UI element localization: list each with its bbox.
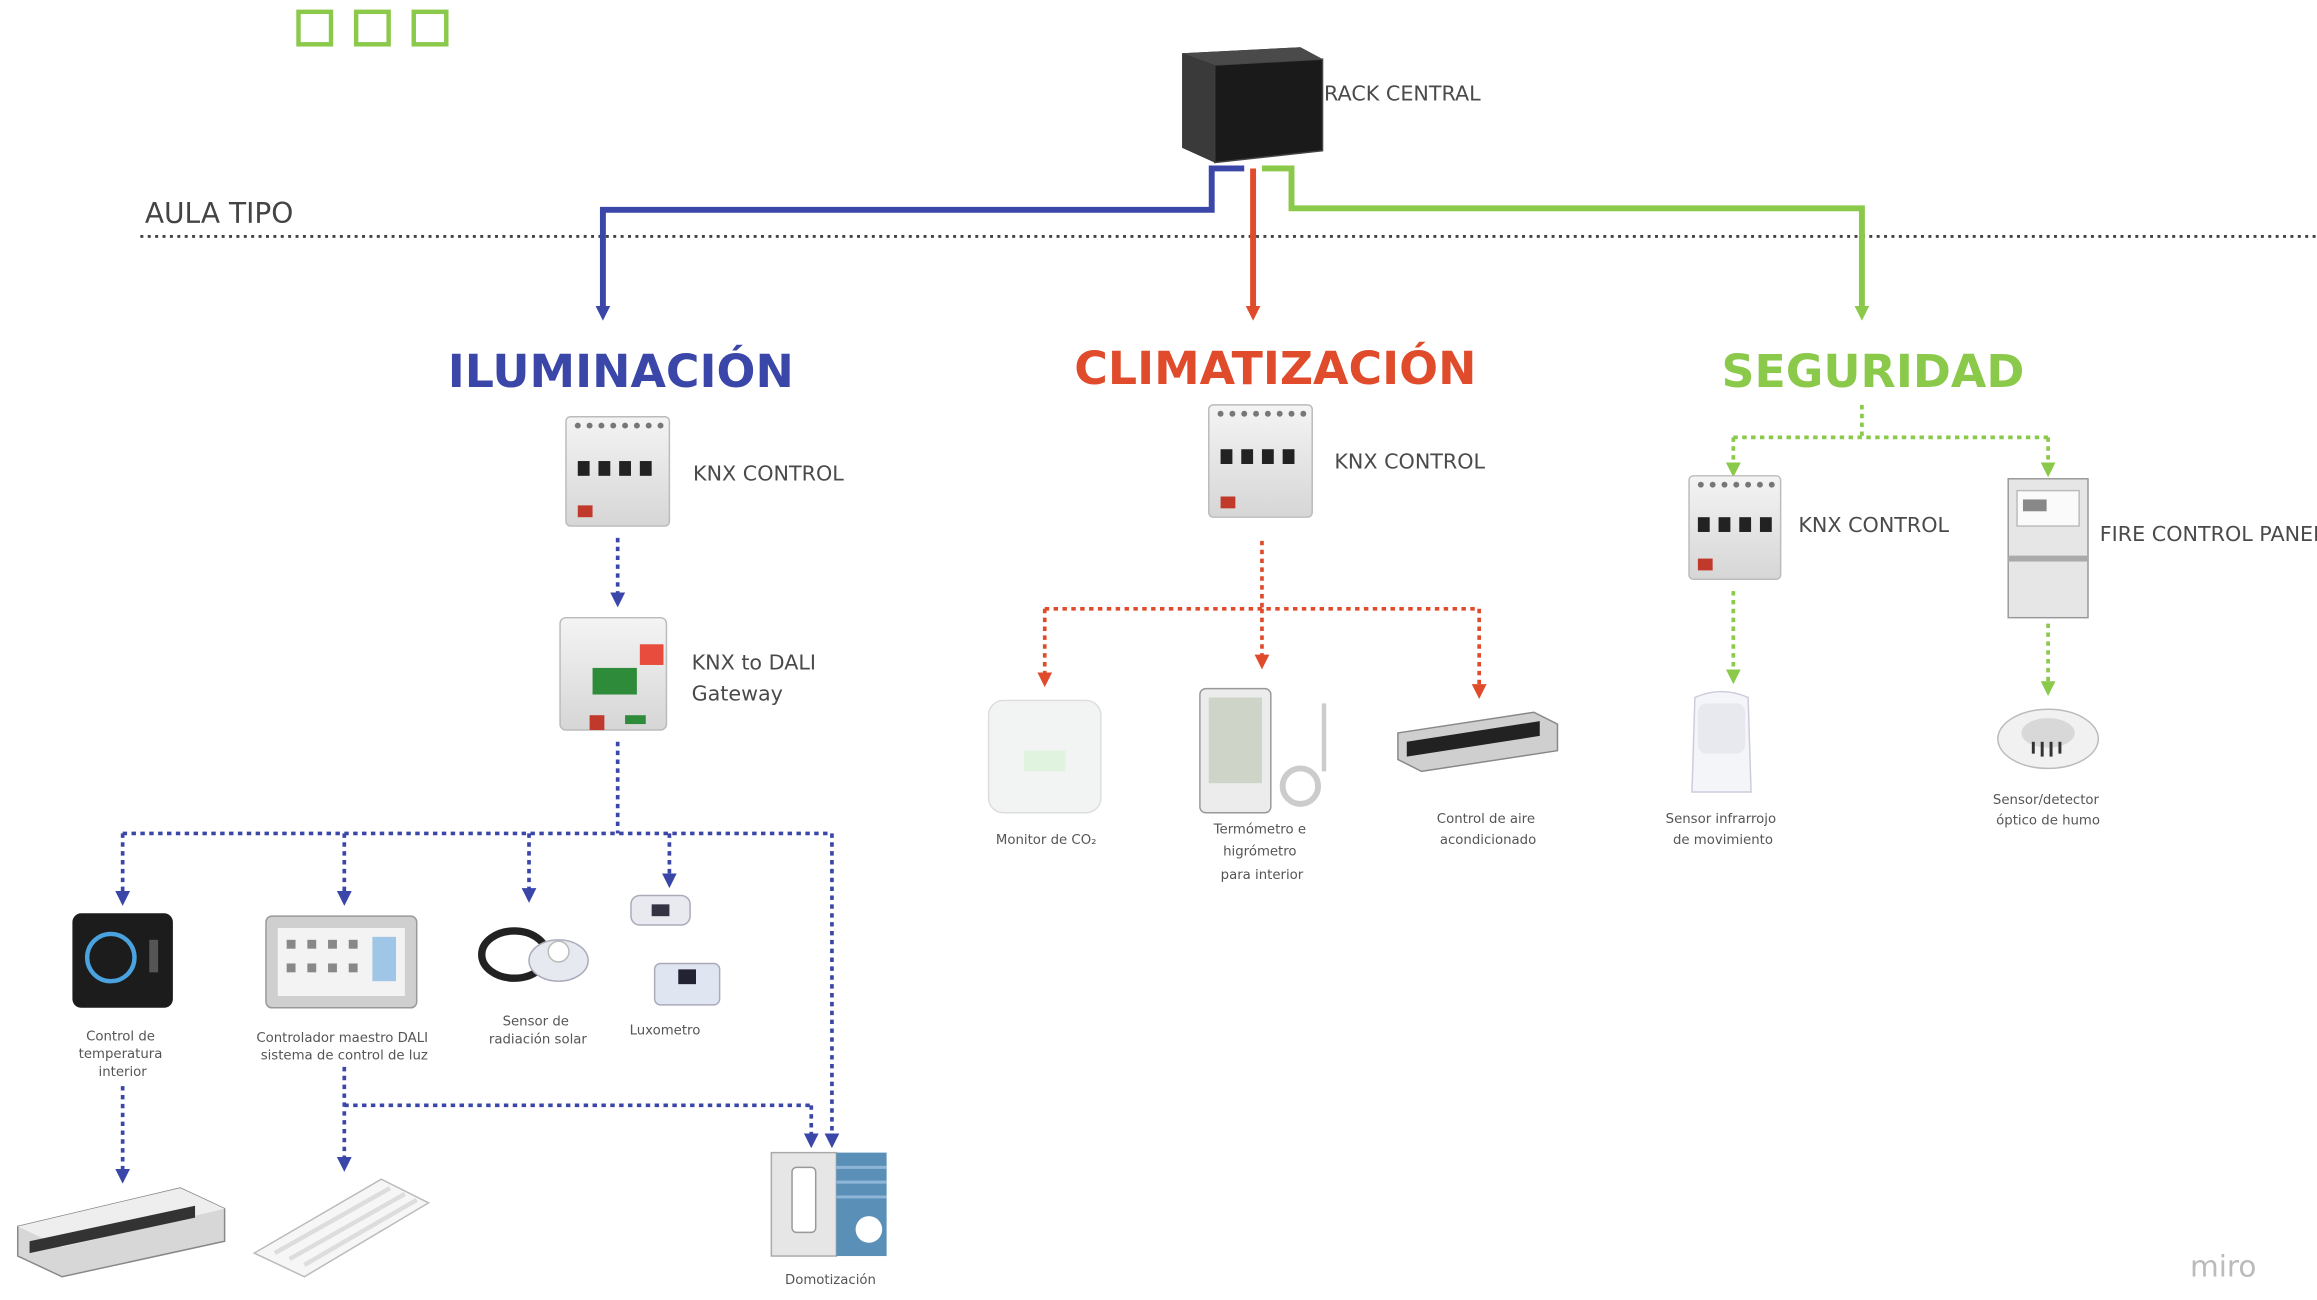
thermometer-icon	[1199, 687, 1327, 814]
caption-thermometer: Termómetro e higrómetro para interior	[1213, 821, 1311, 883]
knx-module-icon	[1688, 475, 1782, 580]
light-fixture-icon	[252, 1178, 431, 1278]
heading-seguridad: SEGURIDAD	[1722, 344, 2025, 398]
solar-sensor-icon	[478, 927, 589, 982]
miro-watermark: miro	[2190, 1250, 2257, 1284]
rack-icon	[1182, 47, 1324, 164]
gateway-label-line1: KNX to DALI	[692, 650, 816, 674]
square-icon	[353, 9, 391, 47]
connector-seguridad	[1261, 165, 1870, 321]
smoke-detector-icon	[1997, 708, 2100, 770]
zone-label: AULA TIPO	[145, 197, 294, 230]
thermostat-icon	[72, 913, 173, 1008]
rack-label: RACK CENTRAL	[1324, 81, 1481, 105]
caption-smoke: Sensor/detector óptico de humo	[1993, 793, 2103, 829]
fire-panel-label: FIRE CONTROL PANEL	[2100, 522, 2317, 546]
knx-module-icon	[565, 415, 671, 527]
caption-dali-master: Controlador maestro DALI sistema de cont…	[256, 1031, 432, 1064]
caption-solar-sensor: Sensor de radiación solar	[489, 1015, 587, 1048]
connector-iluminacion	[595, 165, 1245, 321]
knx-module-icon	[1208, 404, 1313, 518]
gateway-label-line2: Gateway	[692, 681, 783, 705]
square-icon	[296, 9, 334, 47]
iluminacion-distribution	[115, 741, 840, 1184]
heading-climatizacion: CLIMATIZACIÓN	[1074, 341, 1476, 395]
caption-luxometer: Luxometro	[630, 1023, 701, 1038]
domotics-icon	[770, 1151, 887, 1257]
motion-sensor-icon	[1691, 690, 1752, 793]
caption-temp-control: Control de temperatura interior	[79, 1029, 167, 1079]
caption-domotics: Domotización	[785, 1272, 876, 1288]
caption-ac-control: Control de aire acondicionado	[1437, 812, 1539, 848]
square-icon	[411, 9, 449, 47]
seguridad-knx-label: KNX CONTROL	[1798, 513, 1949, 537]
caption-co2: Monitor de CO₂	[996, 833, 1097, 848]
ac-duct-icon	[16, 1187, 226, 1278]
climatizacion-knx-label: KNX CONTROL	[1334, 449, 1485, 473]
seguridad-distribution	[1725, 404, 2056, 696]
caption-motion: Sensor infrarrojo de movimiento	[1666, 812, 1781, 848]
iluminacion-knx-label: KNX CONTROL	[693, 461, 844, 485]
luxometer-icon	[630, 894, 721, 1006]
climatizacion-distribution	[1037, 540, 1487, 699]
fire-panel-icon	[2007, 478, 2089, 619]
co2-monitor-icon	[987, 699, 1102, 814]
ac-control-icon	[1397, 711, 1559, 773]
dali-master-icon	[265, 915, 418, 1009]
dali-gateway-icon	[559, 616, 668, 731]
toolbar-squares	[296, 9, 449, 47]
heading-iluminacion: ILUMINACIÓN	[448, 344, 794, 398]
